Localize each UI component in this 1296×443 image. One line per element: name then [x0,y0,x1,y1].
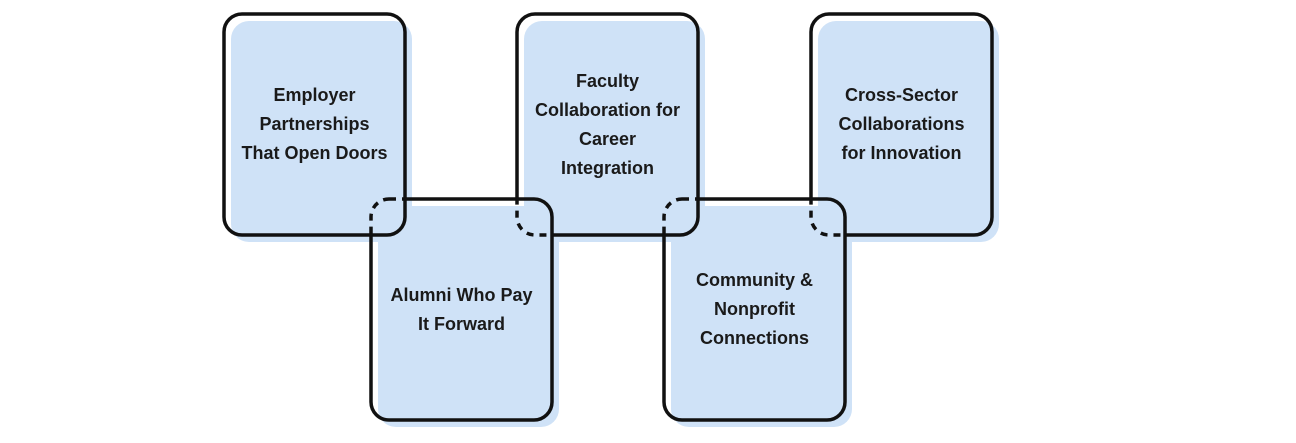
box-border-2 [515,12,700,237]
box-label-cross-sector: Cross-Sector Collaborations for Innovati… [838,85,965,163]
box-fill-3 [671,206,852,427]
box-border-4 [809,12,994,237]
box-label-faculty-collaboration: Faculty Collaboration for Career Integra… [535,70,680,178]
box-label-alumni: Alumni Who Pay It Forward [390,284,533,334]
box-fill-2 [524,21,705,242]
box-border-1 [369,197,554,422]
box-fill-1 [378,206,559,427]
box-fill-0 [231,21,412,242]
box-label-employer-partnerships: Employer Partnerships That Open Doors [241,85,388,163]
box-label-community-nonprofit: Community & Nonprofit Connections [696,270,813,348]
box-border-0 [222,12,407,237]
box-border-3 [662,197,847,422]
box-fill-4 [818,21,999,242]
